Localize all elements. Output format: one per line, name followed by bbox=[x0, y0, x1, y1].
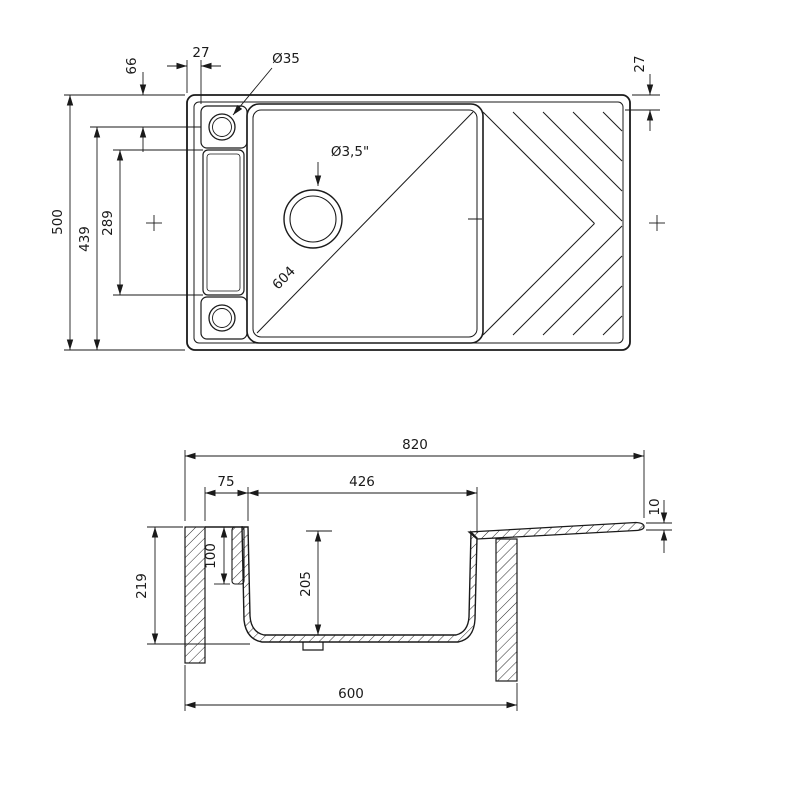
dim-label-439: 439 bbox=[77, 226, 93, 252]
dim-label-drain: Ø3,5" bbox=[331, 144, 369, 160]
drain-inner bbox=[289, 195, 337, 243]
dim-hole-diameter: Ø35 bbox=[232, 51, 300, 116]
drain-outer bbox=[283, 189, 343, 249]
centerline-mark-right bbox=[649, 215, 665, 231]
dim-289: 289 bbox=[100, 149, 203, 296]
side-ledge bbox=[202, 149, 245, 296]
dim-label-604: 604 bbox=[269, 263, 298, 293]
top-view: 500 439 289 66 27 bbox=[50, 45, 665, 351]
drainboard-grooves bbox=[482, 111, 623, 336]
bowl-diagonal-line bbox=[256, 111, 474, 334]
dim-10: 10 bbox=[646, 498, 672, 553]
drain-stub bbox=[302, 642, 324, 651]
dim-75: 75 bbox=[204, 474, 249, 521]
dim-label-27-left: 27 bbox=[192, 45, 209, 61]
dim-label-820: 820 bbox=[402, 437, 428, 453]
dim-66: 66 bbox=[124, 57, 147, 152]
dim-label-hole-diameter: Ø35 bbox=[272, 51, 300, 67]
dim-205: 205 bbox=[298, 530, 332, 635]
tap-hole-top bbox=[208, 113, 236, 141]
cabinet-panel-left bbox=[184, 526, 206, 664]
cabinet-panel-right bbox=[495, 538, 518, 682]
dim-label-500: 500 bbox=[50, 209, 66, 235]
bowl-section-wall bbox=[241, 526, 478, 643]
tap-hole-pad-top bbox=[200, 105, 248, 149]
dim-426: 426 bbox=[248, 474, 478, 533]
tap-hole-bottom bbox=[208, 304, 236, 332]
bowl bbox=[246, 103, 484, 344]
sink-outer-edge bbox=[186, 94, 631, 351]
tap-hole-pad-bottom bbox=[200, 296, 248, 340]
section-view: 820 75 426 10 219 bbox=[134, 437, 672, 711]
dim-label-27-right: 27 bbox=[632, 55, 648, 72]
dim-219: 219 bbox=[134, 526, 250, 645]
dim-820: 820 bbox=[184, 437, 645, 521]
dim-439: 439 bbox=[77, 126, 201, 350]
dim-500: 500 bbox=[50, 94, 185, 351]
dim-label-205: 205 bbox=[298, 571, 314, 597]
dim-label-10: 10 bbox=[647, 498, 663, 515]
centerline-mark-left bbox=[146, 215, 162, 231]
dim-drain-diameter: Ø3,5" bbox=[314, 144, 369, 186]
dim-100: 100 bbox=[203, 527, 230, 585]
dim-label-219: 219 bbox=[134, 573, 150, 599]
dim-label-426: 426 bbox=[349, 474, 375, 490]
dim-label-75: 75 bbox=[217, 474, 234, 490]
dim-27-left: 27 bbox=[167, 45, 221, 104]
sink-inner-edge bbox=[193, 101, 624, 344]
dim-label-600: 600 bbox=[338, 686, 364, 702]
dim-label-66: 66 bbox=[124, 57, 140, 74]
dim-label-100: 100 bbox=[203, 543, 219, 569]
dim-600: 600 bbox=[184, 665, 518, 711]
dim-27-right: 27 bbox=[625, 55, 660, 131]
drainboard-section bbox=[467, 521, 645, 540]
dim-label-289: 289 bbox=[100, 210, 116, 236]
